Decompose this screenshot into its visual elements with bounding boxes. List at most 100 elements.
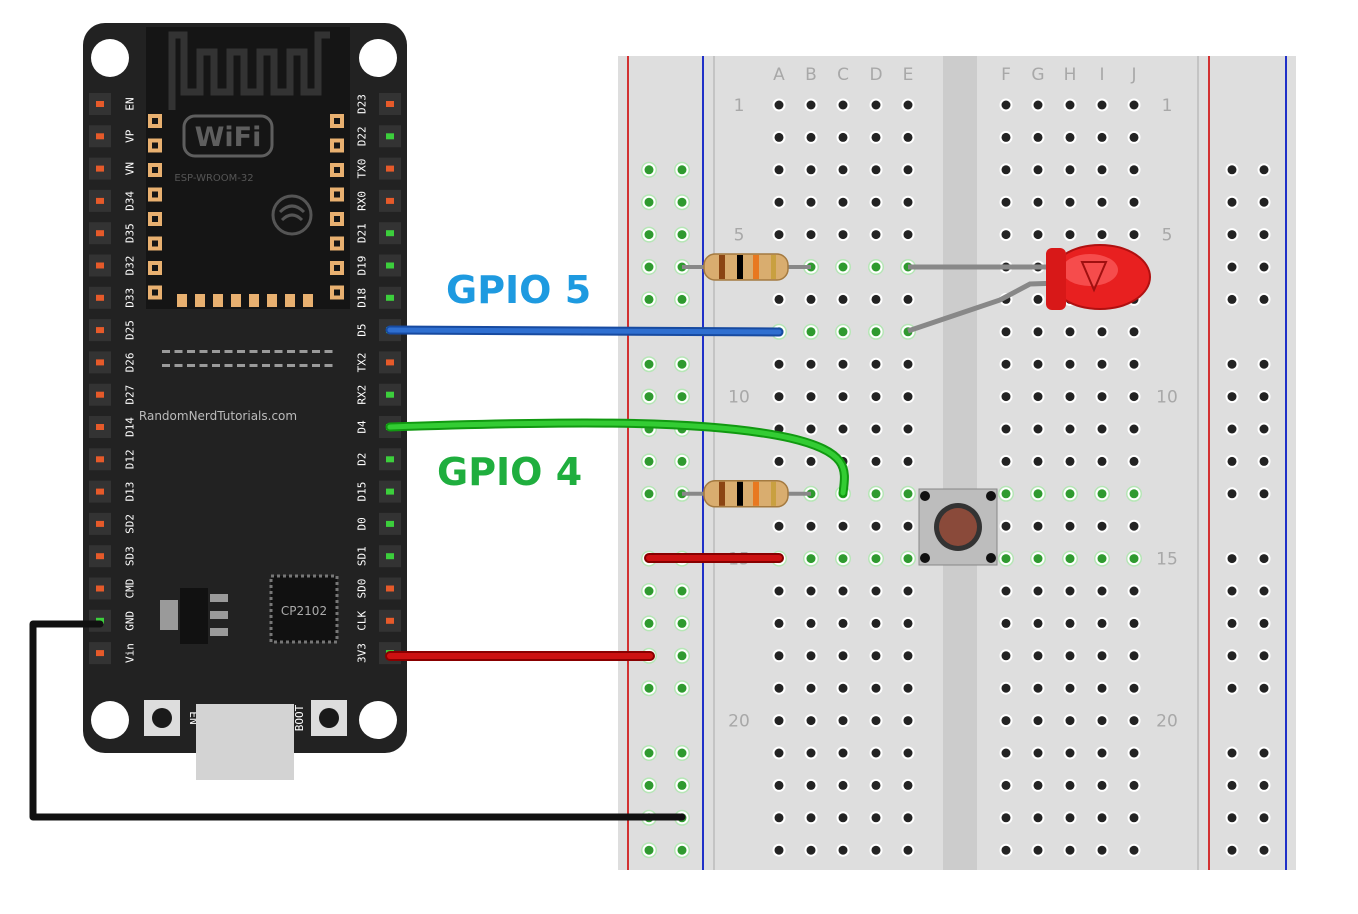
breadboard-hole[interactable] — [1033, 456, 1043, 466]
rail-hole[interactable] — [677, 165, 687, 175]
breadboard-hole[interactable] — [1065, 845, 1075, 855]
breadboard-hole[interactable] — [903, 521, 913, 531]
breadboard-hole[interactable] — [1097, 845, 1107, 855]
breadboard-hole[interactable] — [838, 521, 848, 531]
breadboard-hole[interactable] — [806, 683, 816, 693]
breadboard-hole[interactable] — [1001, 230, 1011, 240]
breadboard-hole[interactable] — [774, 132, 784, 142]
rail-hole[interactable] — [677, 748, 687, 758]
breadboard-hole[interactable] — [871, 845, 881, 855]
breadboard-hole[interactable] — [838, 262, 848, 272]
breadboard-hole[interactable] — [774, 716, 784, 726]
breadboard-hole[interactable] — [838, 327, 848, 337]
breadboard-hole[interactable] — [903, 813, 913, 823]
rail-hole[interactable] — [1259, 359, 1269, 369]
breadboard-hole[interactable] — [806, 327, 816, 337]
breadboard-hole[interactable] — [1065, 392, 1075, 402]
breadboard-hole[interactable] — [1129, 100, 1139, 110]
breadboard-hole[interactable] — [1129, 748, 1139, 758]
breadboard-hole[interactable] — [1065, 100, 1075, 110]
breadboard-hole[interactable] — [1001, 586, 1011, 596]
rail-hole[interactable] — [1259, 294, 1269, 304]
breadboard-hole[interactable] — [1001, 359, 1011, 369]
breadboard-hole[interactable] — [1001, 456, 1011, 466]
breadboard-hole[interactable] — [1033, 197, 1043, 207]
rail-hole[interactable] — [1227, 197, 1237, 207]
breadboard-hole[interactable] — [871, 521, 881, 531]
breadboard-hole[interactable] — [1129, 197, 1139, 207]
header-pin-left[interactable] — [96, 553, 104, 560]
breadboard-hole[interactable] — [1033, 618, 1043, 628]
rail-hole[interactable] — [677, 197, 687, 207]
breadboard-hole[interactable] — [903, 359, 913, 369]
breadboard-hole[interactable] — [774, 813, 784, 823]
breadboard-hole[interactable] — [1065, 748, 1075, 758]
rail-hole[interactable] — [1259, 618, 1269, 628]
breadboard-hole[interactable] — [1097, 359, 1107, 369]
header-pin-left[interactable] — [96, 197, 104, 204]
breadboard-hole[interactable] — [1065, 197, 1075, 207]
breadboard-hole[interactable] — [774, 165, 784, 175]
breadboard-hole[interactable] — [806, 618, 816, 628]
breadboard-hole[interactable] — [1065, 359, 1075, 369]
breadboard-hole[interactable] — [1033, 780, 1043, 790]
breadboard-hole[interactable] — [806, 456, 816, 466]
breadboard-hole[interactable] — [774, 294, 784, 304]
breadboard-hole[interactable] — [1129, 845, 1139, 855]
breadboard-hole[interactable] — [806, 845, 816, 855]
breadboard-hole[interactable] — [1033, 392, 1043, 402]
rail-hole[interactable] — [1227, 294, 1237, 304]
breadboard-hole[interactable] — [1033, 100, 1043, 110]
breadboard-hole[interactable] — [871, 359, 881, 369]
rail-hole[interactable] — [1227, 683, 1237, 693]
breadboard-hole[interactable] — [774, 359, 784, 369]
rail-hole[interactable] — [1227, 748, 1237, 758]
rail-hole[interactable] — [1227, 554, 1237, 564]
header-pin-left[interactable] — [96, 327, 104, 334]
rail-hole[interactable] — [1259, 780, 1269, 790]
breadboard-hole[interactable] — [1097, 230, 1107, 240]
header-pin-right[interactable] — [386, 197, 394, 204]
breadboard-hole[interactable] — [838, 651, 848, 661]
breadboard-hole[interactable] — [871, 586, 881, 596]
breadboard-hole[interactable] — [806, 424, 816, 434]
breadboard-hole[interactable] — [871, 683, 881, 693]
breadboard-hole[interactable] — [1033, 424, 1043, 434]
breadboard-hole[interactable] — [903, 165, 913, 175]
breadboard-hole[interactable] — [1033, 327, 1043, 337]
header-pin-right[interactable] — [386, 617, 394, 624]
header-pin-right[interactable] — [386, 262, 394, 269]
breadboard-hole[interactable] — [1097, 651, 1107, 661]
breadboard-hole[interactable] — [1129, 618, 1139, 628]
breadboard-hole[interactable] — [871, 716, 881, 726]
breadboard-hole[interactable] — [1001, 651, 1011, 661]
header-pin-left[interactable] — [96, 520, 104, 527]
breadboard-hole[interactable] — [774, 586, 784, 596]
header-pin-left[interactable] — [96, 133, 104, 140]
breadboard-hole[interactable] — [1033, 554, 1043, 564]
header-pin-left[interactable] — [96, 391, 104, 398]
breadboard-hole[interactable] — [1001, 165, 1011, 175]
breadboard-hole[interactable] — [1097, 456, 1107, 466]
breadboard-hole[interactable] — [1033, 132, 1043, 142]
breadboard-hole[interactable] — [1097, 618, 1107, 628]
breadboard-hole[interactable] — [871, 294, 881, 304]
breadboard-hole[interactable] — [1033, 586, 1043, 596]
rail-hole[interactable] — [1227, 845, 1237, 855]
breadboard-hole[interactable] — [1001, 424, 1011, 434]
breadboard-hole[interactable] — [903, 554, 913, 564]
breadboard-hole[interactable] — [1001, 554, 1011, 564]
breadboard-hole[interactable] — [1001, 327, 1011, 337]
breadboard-hole[interactable] — [1033, 294, 1043, 304]
breadboard-hole[interactable] — [903, 392, 913, 402]
breadboard-hole[interactable] — [1001, 813, 1011, 823]
breadboard-hole[interactable] — [1001, 132, 1011, 142]
breadboard-hole[interactable] — [1129, 813, 1139, 823]
breadboard-hole[interactable] — [903, 197, 913, 207]
rail-hole[interactable] — [1259, 165, 1269, 175]
breadboard-hole[interactable] — [1129, 554, 1139, 564]
breadboard-hole[interactable] — [1033, 651, 1043, 661]
header-pin-left[interactable] — [96, 294, 104, 301]
breadboard-hole[interactable] — [838, 197, 848, 207]
breadboard-hole[interactable] — [838, 618, 848, 628]
